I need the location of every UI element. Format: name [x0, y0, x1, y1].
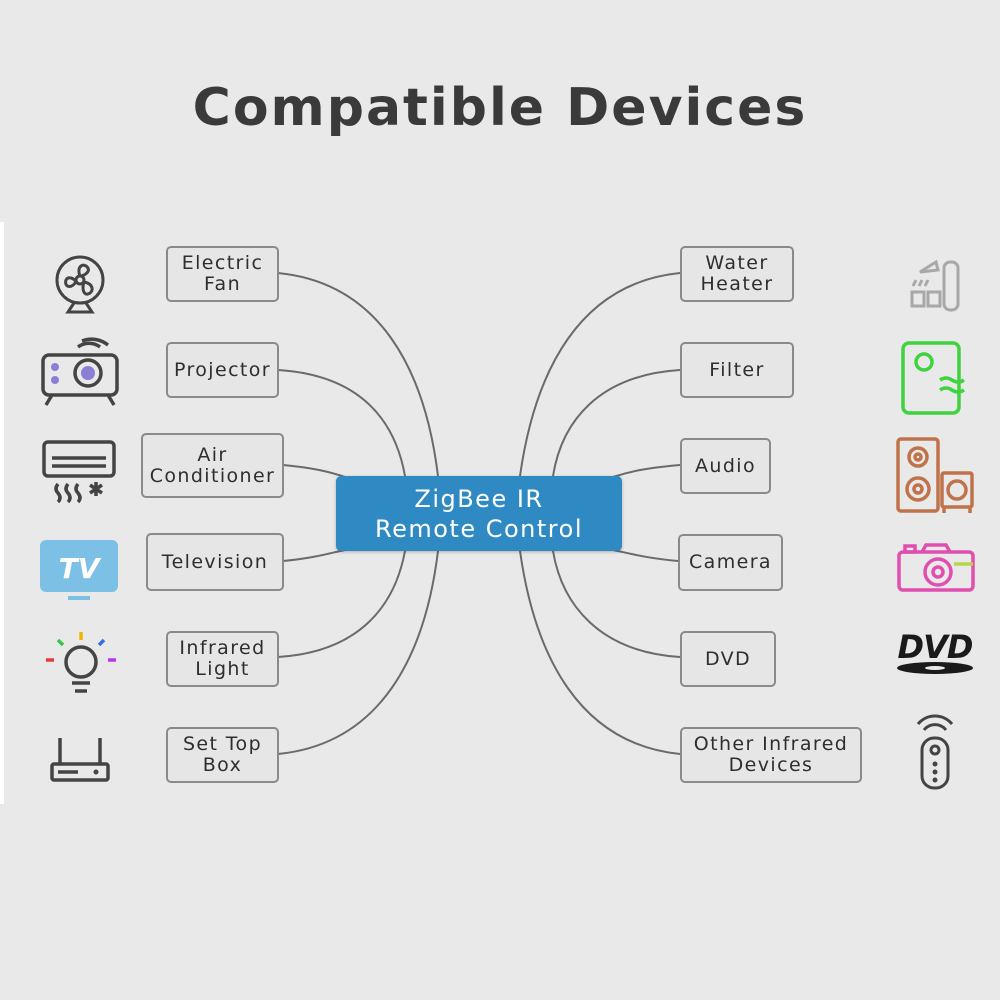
device-box-other-infrared-devices: Other Infrared Devices [680, 727, 862, 783]
device-label: Box [202, 754, 243, 776]
device-box-filter: Filter [680, 342, 794, 398]
zigbee-ir-remote-hub: ZigBee IR Remote Control [336, 476, 622, 551]
tv-icon: TV [40, 540, 118, 600]
device-label: Air [197, 443, 228, 466]
left-edge-strip [0, 222, 4, 804]
device-label: Electric [181, 252, 264, 274]
connector-air-conditioner [282, 464, 346, 478]
device-label: Water [705, 252, 769, 274]
dvd-icon-text: DVD [898, 628, 973, 666]
device-label: Light [195, 658, 250, 680]
device-label: Projector [173, 358, 272, 381]
device-label: Heater [700, 273, 774, 295]
connector-water-heater [519, 272, 681, 477]
connector-audio [612, 464, 681, 478]
fan-icon [55, 255, 105, 314]
device-box-set-top-box: Set Top Box [166, 727, 279, 783]
connector-television [282, 549, 346, 562]
device-label: Camera [689, 551, 772, 573]
device-label: Audio [694, 454, 756, 477]
device-label: Television [161, 550, 269, 573]
device-label: Infrared [179, 637, 266, 659]
device-box-audio: Audio [680, 438, 771, 494]
connector-filter [552, 369, 681, 477]
device-label: Conditioner [149, 464, 276, 487]
device-box-infrared-light: Infrared Light [166, 631, 279, 687]
device-label: Other Infrared [693, 733, 849, 755]
connector-camera [612, 549, 679, 562]
connector-projector [277, 369, 406, 477]
device-label: Set Top [182, 733, 263, 755]
air-purifier-icon [901, 341, 965, 415]
light-bulb-icon [46, 632, 116, 693]
device-box-electric-fan: Electric Fan [166, 246, 279, 302]
connector-electric-fan [277, 272, 439, 477]
page-title: Compatible Devices [192, 78, 808, 138]
device-box-television: Television [146, 533, 284, 591]
hub-label-line2: Remote Control [375, 514, 583, 543]
device-box-projector: Projector [166, 342, 279, 398]
device-label: Filter [709, 358, 765, 381]
device-label: Devices [728, 754, 814, 776]
camera-icon [897, 543, 975, 592]
projector-icon [41, 337, 119, 406]
device-box-air-conditioner: Air Conditioner [141, 433, 284, 498]
device-box-dvd: DVD [680, 631, 776, 687]
remote-control-icon [916, 714, 954, 790]
device-box-water-heater: Water Heater [680, 246, 794, 302]
hub-label-line1: ZigBee IR [414, 484, 544, 513]
tv-icon-text: TV [59, 552, 102, 585]
speaker-icon [896, 437, 974, 513]
device-box-camera: Camera [678, 534, 783, 591]
dvd-icon: DVD [897, 628, 974, 674]
device-label: DVD [704, 647, 752, 670]
water-heater-icon [910, 259, 960, 312]
connector-other-infrared [519, 550, 681, 755]
connector-infrared-light [277, 550, 406, 658]
router-icon [50, 738, 110, 782]
device-label: Fan [203, 273, 242, 295]
connector-set-top-box [277, 550, 439, 755]
air-conditioner-icon [42, 440, 116, 504]
connector-dvd [552, 550, 681, 658]
